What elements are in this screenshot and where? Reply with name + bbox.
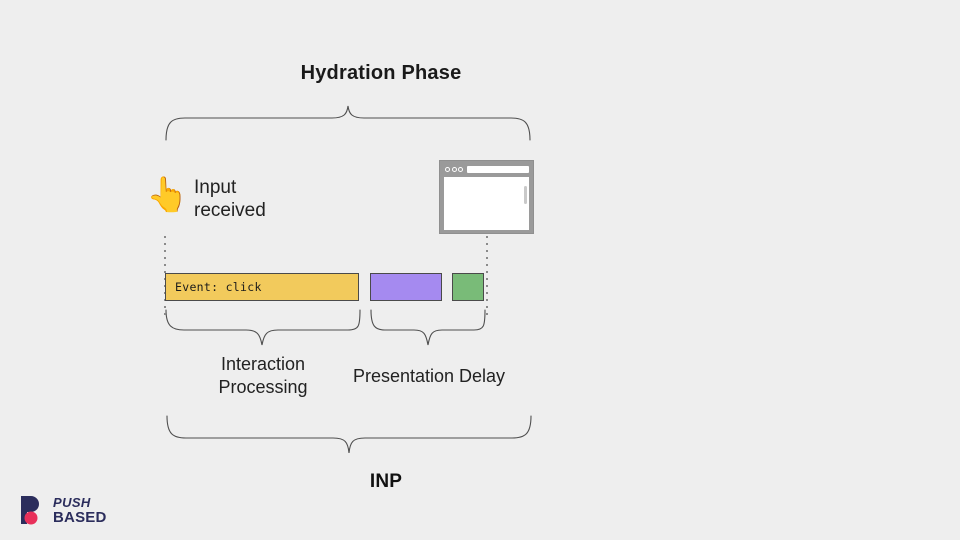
browser-traffic-lights bbox=[444, 167, 463, 172]
browser-dot-icon bbox=[458, 167, 463, 172]
browser-window-mock bbox=[439, 160, 534, 234]
browser-address-bar bbox=[467, 166, 529, 173]
logo-accent-dot bbox=[24, 511, 38, 525]
input-received-label: Input received bbox=[194, 177, 266, 221]
push-based-logo-text: PUSH BASED bbox=[53, 496, 107, 525]
timeline-bar-event-click: Event: click bbox=[165, 273, 359, 301]
inp-bracket bbox=[166, 415, 532, 454]
push-based-logo: PUSH BASED bbox=[18, 494, 107, 526]
interaction-processing-label: Interaction Processing bbox=[218, 354, 308, 397]
browser-scrollbar bbox=[524, 186, 527, 204]
push-based-logo-mark bbox=[21, 496, 39, 525]
browser-viewport bbox=[444, 177, 529, 230]
browser-chrome-bar bbox=[444, 165, 529, 174]
logo-line-push: PUSH bbox=[53, 494, 91, 510]
hydration-phase-bracket bbox=[165, 105, 531, 141]
pointing-up-hand-icon: 👆 bbox=[146, 176, 189, 214]
timeline-bar-rendering bbox=[370, 273, 442, 301]
guide-line-right bbox=[486, 236, 488, 318]
interaction-processing-bracket bbox=[165, 309, 361, 346]
timeline-bar-event-click-label: Event: click bbox=[175, 280, 262, 294]
presentation-delay-bracket bbox=[370, 309, 486, 346]
input-received-annotation: 👆 Input received bbox=[146, 176, 266, 222]
presentation-delay-label: Presentation Delay bbox=[352, 366, 506, 386]
timeline-bar-paint bbox=[452, 273, 484, 301]
inp-title: INP bbox=[369, 471, 403, 492]
browser-dot-icon bbox=[445, 167, 450, 172]
browser-dot-icon bbox=[451, 167, 457, 172]
hydration-phase-title: Hydration Phase bbox=[300, 62, 462, 84]
logo-line-based: BASED bbox=[53, 508, 107, 526]
